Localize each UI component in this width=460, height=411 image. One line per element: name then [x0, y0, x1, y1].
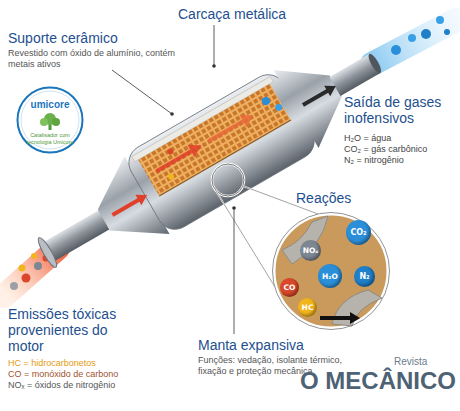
gas-ball [274, 103, 284, 113]
callout-text: NOₓ = óxidos de nitrogênio [8, 380, 178, 391]
gas-ball [19, 265, 26, 272]
callout-text: CO₂ = gás carbônico [344, 144, 458, 155]
molecule-label: CO [280, 278, 299, 297]
leader-line [214, 25, 215, 66]
node-heading: umicore [16, 99, 84, 111]
gas-ball [444, 29, 450, 35]
molecule-label: CO₂ [346, 220, 371, 245]
molecule-label: HC [298, 298, 317, 317]
callout-text: HC = hidrocarbonetos [8, 358, 178, 369]
flow-arrow [205, 109, 257, 147]
gas-ball [22, 274, 31, 283]
callout-heading: Carcaça metálica [178, 6, 348, 23]
porous-wall [332, 290, 382, 326]
reaction-lens: ReaçõesNOₓCO₂H₂ON₂COHC [272, 212, 390, 330]
callout-text: Revestido com óxido de alumínio, contém … [8, 48, 178, 70]
callout-text: Revista [394, 356, 454, 368]
callout-text: CO = monóxido de carbono [8, 369, 178, 380]
leader-dot [170, 112, 174, 116]
gas-ball [260, 95, 271, 106]
tree-leaf [40, 118, 48, 126]
callout-heading: Suporte cerâmico [8, 30, 178, 47]
molecule-label: N₂ [354, 266, 375, 287]
molecule-label: H₂O [318, 264, 342, 288]
outlet-stream [372, 20, 456, 64]
gas-ball [421, 29, 431, 39]
callout-heading: Emissões tóxicas provenientes do motor [8, 306, 134, 354]
lens-fill [274, 214, 388, 328]
callout-heading: O MECÂNICO [292, 366, 456, 395]
flow-arrow [153, 139, 205, 177]
gas-ball [391, 45, 401, 55]
gas-ball [408, 34, 416, 42]
leader-dot [232, 206, 236, 210]
tree-leaf [52, 118, 60, 126]
flow-arrow [300, 81, 339, 110]
gas-ball [34, 262, 42, 270]
lens-rim [273, 213, 390, 330]
callout-heading: Saída de gases inofensivos [344, 94, 458, 126]
node-text: Catalisador com tecnologia Umicore [25, 132, 75, 145]
gas-ball [10, 282, 18, 290]
reaction-arrow [320, 312, 360, 324]
outlet-opening [366, 52, 383, 75]
badge-circle [18, 88, 83, 153]
callout-heading: Manta expansiva [198, 337, 368, 354]
magnifier-line [216, 191, 283, 300]
molecule-label: NOₓ [300, 240, 321, 261]
logo-badge: umicoreCatalisador com tecnologia Umicor… [16, 86, 84, 154]
magnifier-line [216, 191, 283, 300]
gas-ball [166, 147, 174, 155]
inlet-flange [36, 236, 60, 269]
leader-dot [212, 64, 216, 68]
node-heading: Reações [296, 190, 386, 207]
callout-text: N₂ = nitrogênio [344, 155, 458, 166]
gas-ball [436, 16, 444, 24]
porous-wall [282, 216, 328, 264]
callout-text: H₂O = água [344, 133, 458, 144]
flow-arrow [109, 190, 150, 220]
ceramic-substrate [138, 84, 291, 196]
leader-line [112, 70, 172, 114]
gas-ball [31, 253, 37, 259]
leader-line [234, 208, 235, 334]
gas-ball [167, 172, 175, 180]
